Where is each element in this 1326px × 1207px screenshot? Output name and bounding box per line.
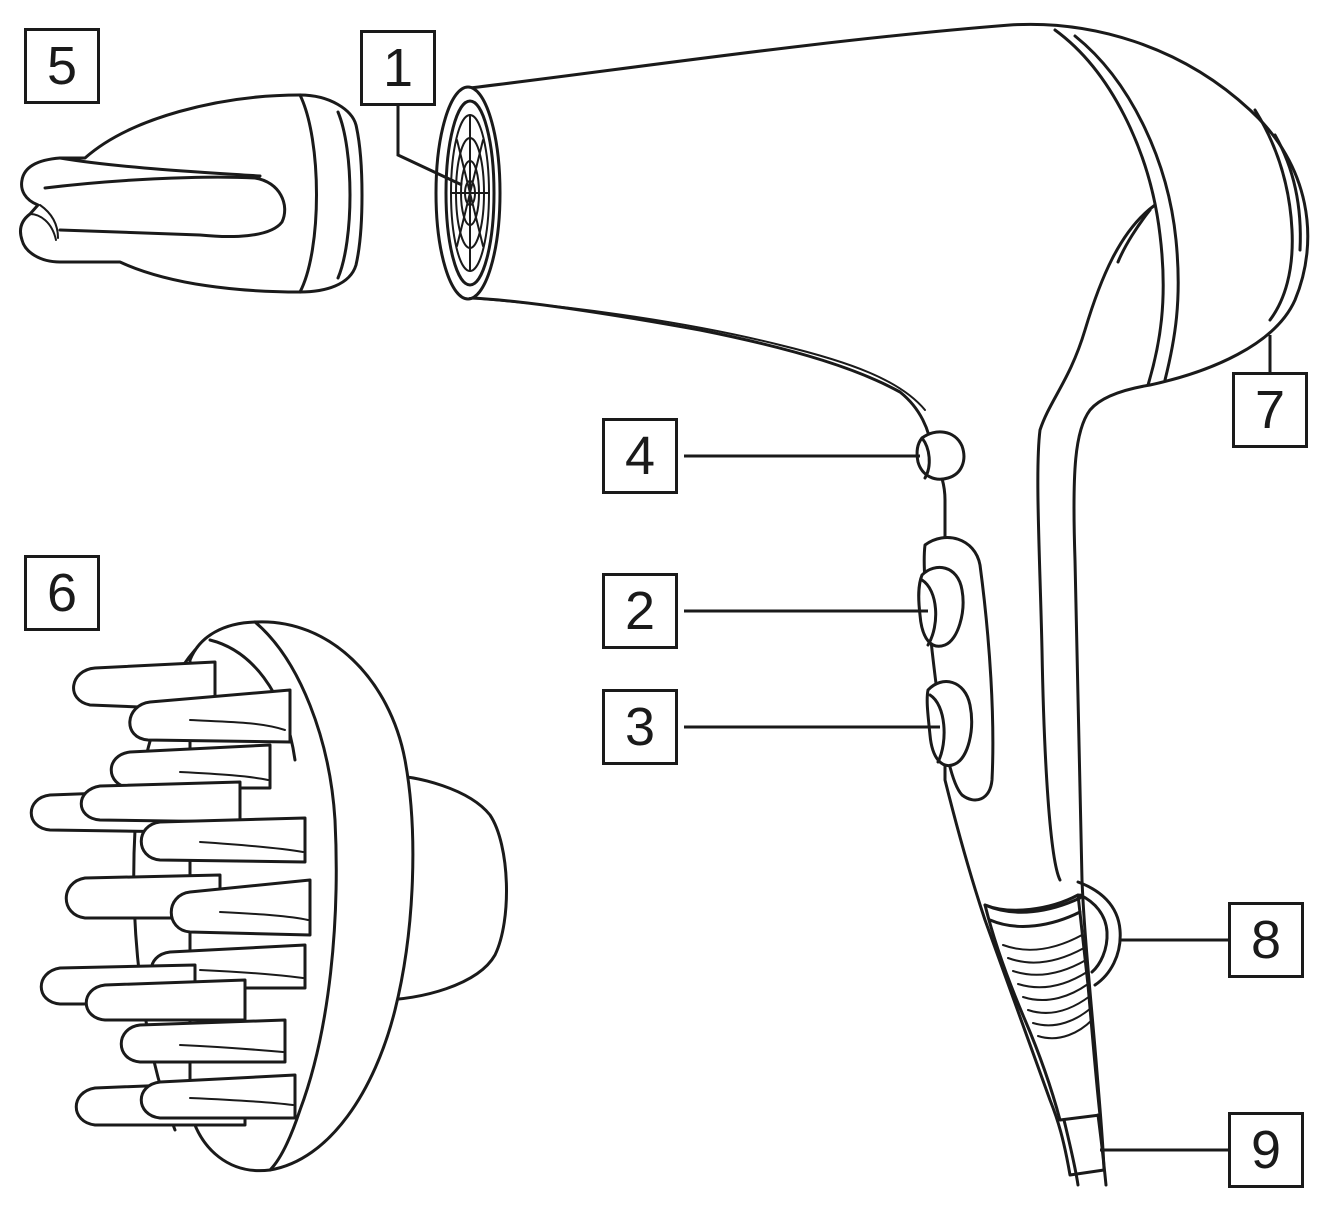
cord-guard [983,893,1102,1122]
callout-5-label: 5 [24,28,100,104]
callout-6-label: 6 [24,555,100,631]
callout-9-label: 9 [1228,1112,1304,1188]
switch-panel [917,536,995,802]
diffuser [29,620,508,1173]
callout-2-label: 2 [602,573,678,649]
callout-4-label: 4 [602,418,678,494]
dryer-body [434,22,1310,1177]
callout-3-label: 3 [602,689,678,765]
leader-1 [396,106,463,187]
callout-8-label: 8 [1228,902,1304,978]
speed-switch [925,680,974,767]
leader-lines [396,106,1272,1152]
diffuser-fingers [29,660,312,1127]
cool-shot-button [915,430,966,481]
power-cord [1062,1113,1108,1187]
heat-switch [917,566,965,648]
hanging-loop [1076,880,1122,987]
air-inlet-grille [450,114,490,272]
callout-7-label: 7 [1232,372,1308,448]
concentrator-nozzle [18,93,364,294]
callout-1-label: 1 [360,30,436,106]
